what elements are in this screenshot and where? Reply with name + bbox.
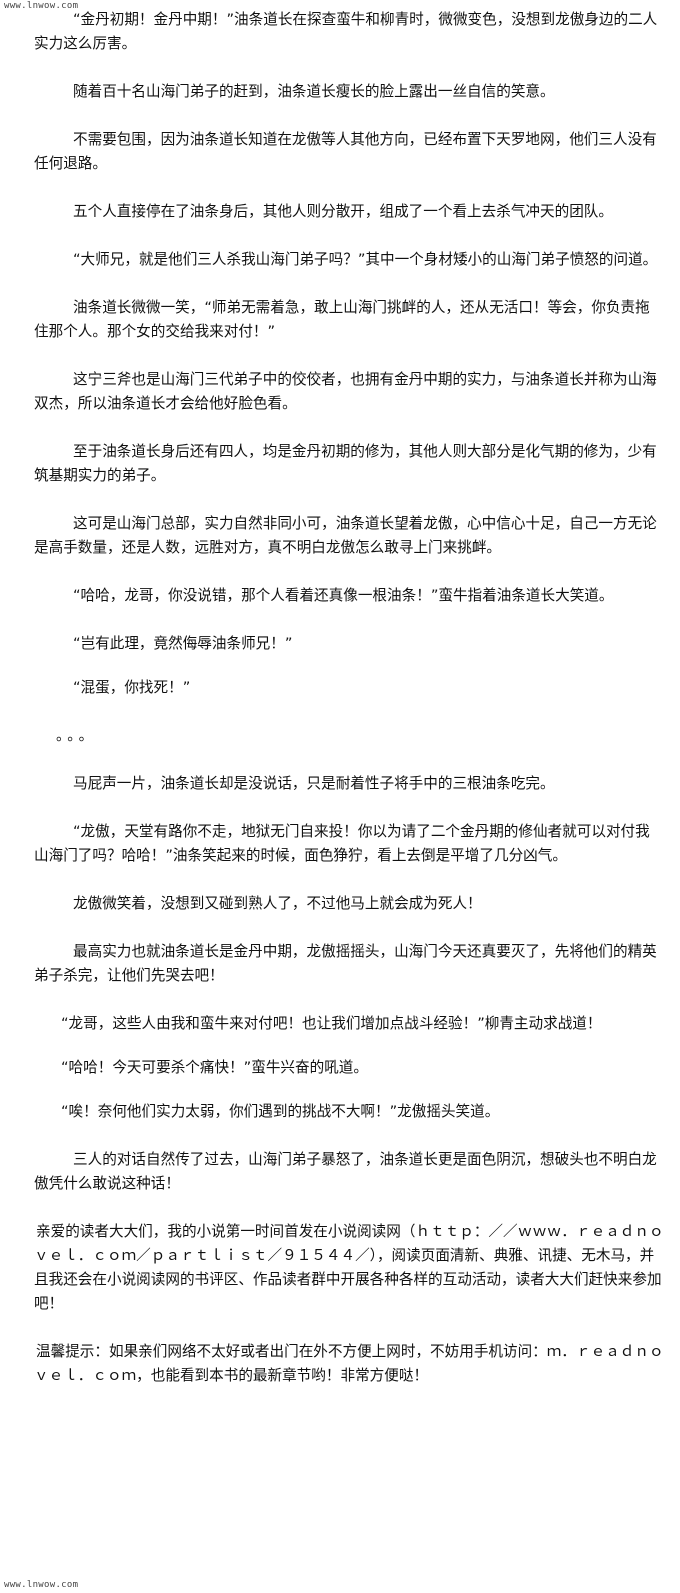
- site-watermark-bottom: www.lnwow.com: [4, 1580, 79, 1590]
- paragraph: 龙傲微笑着，没想到又碰到熟人了，不过他马上就会成为死人！: [73, 895, 482, 912]
- paragraph: 这宁三斧也是山海门三代弟子中的佼佼者，也拥有金丹中期的实力，与油条道长并称为山海…: [34, 371, 657, 412]
- site-watermark-top: www.lnwow.com: [4, 1, 79, 11]
- paragraph: “哈哈！今天可要杀个痛快！”蛮牛兴奋的吼道。: [61, 1059, 368, 1076]
- paragraph: 不需要包围，因为油条道长知道在龙傲等人其他方向，已经布置下天罗地网，他们三人没有…: [34, 131, 657, 172]
- paragraph: “大师兄，就是他们三人杀我山海门弟子吗？”其中一个身材矮小的山海门弟子愤怒的问道…: [73, 251, 658, 268]
- ellipsis-separator: 。。。: [56, 727, 98, 744]
- paragraph: 马屁声一片，油条道长却是没说话，只是耐着性子将手中的三根油条吃完。: [73, 775, 555, 792]
- paragraph: 最高实力也就油条道长是金丹中期，龙傲摇摇头，山海门今天还真要灭了，先将他们的精英…: [34, 943, 657, 984]
- paragraph: 油条道长微微一笑，“师弟无需着急，敢上山海门挑衅的人，还从无活口！等会，你负责拖…: [34, 299, 650, 340]
- paragraph: 三人的对话自然传了过去，山海门弟子暴怒了，油条道长更是面色阴沉，想破头也不明白龙…: [34, 1151, 657, 1192]
- chapter-body: “金丹初期！金丹中期！”油条道长在探查蛮牛和柳青时，微微变色，没想到龙傲身边的二…: [34, 8, 664, 1412]
- paragraph: 这可是山海门总部，实力自然非同小可，油条道长望着龙傲，心中信心十足，自己一方无论…: [34, 515, 657, 556]
- paragraph: “岂有此理，竟然侮辱油条师兄！”: [73, 635, 293, 652]
- paragraph: “金丹初期！金丹中期！”油条道长在探查蛮牛和柳青时，微微变色，没想到龙傲身边的二…: [34, 11, 658, 52]
- paragraph: 随着百十名山海门弟子的赶到，油条道长瘦长的脸上露出一丝自信的笑意。: [73, 83, 555, 100]
- paragraph: “哈哈，龙哥，你没说错，那个人看着还真像一根油条！”蛮牛指着油条道长大笑道。: [73, 587, 614, 604]
- paragraph: 五个人直接停在了油条身后，其他人则分散开，组成了一个看上去杀气冲天的团队。: [73, 203, 613, 220]
- tip-paragraph: 温馨提示：如果亲们网络不太好或者出门在外不方便上网时，不妨用手机访问：ｍ．ｒｅａ…: [34, 1343, 664, 1384]
- paragraph: 至于油条道长身后还有四人，均是金丹初期的修为，其他人则大部分是化气期的修为，少有…: [34, 443, 657, 484]
- paragraph: “龙哥，这些人由我和蛮牛来对付吧！也让我们增加点战斗经验！”柳青主动求战道！: [61, 1015, 602, 1032]
- paragraph: “龙傲，天堂有路你不走，地狱无门自来投！你以为请了二个金丹期的修仙者就可以对付我…: [34, 823, 650, 864]
- paragraph: “混蛋，你找死！”: [73, 679, 191, 696]
- promo-paragraph: 亲爱的读者大大们，我的小说第一时间首发在小说阅读网（ｈｔｔｐ：／／ｗｗｗ．ｒｅａ…: [34, 1223, 664, 1312]
- paragraph: “唉！奈何他们实力太弱，你们遇到的挑战不大啊！”龙傲摇头笑道。: [61, 1103, 500, 1120]
